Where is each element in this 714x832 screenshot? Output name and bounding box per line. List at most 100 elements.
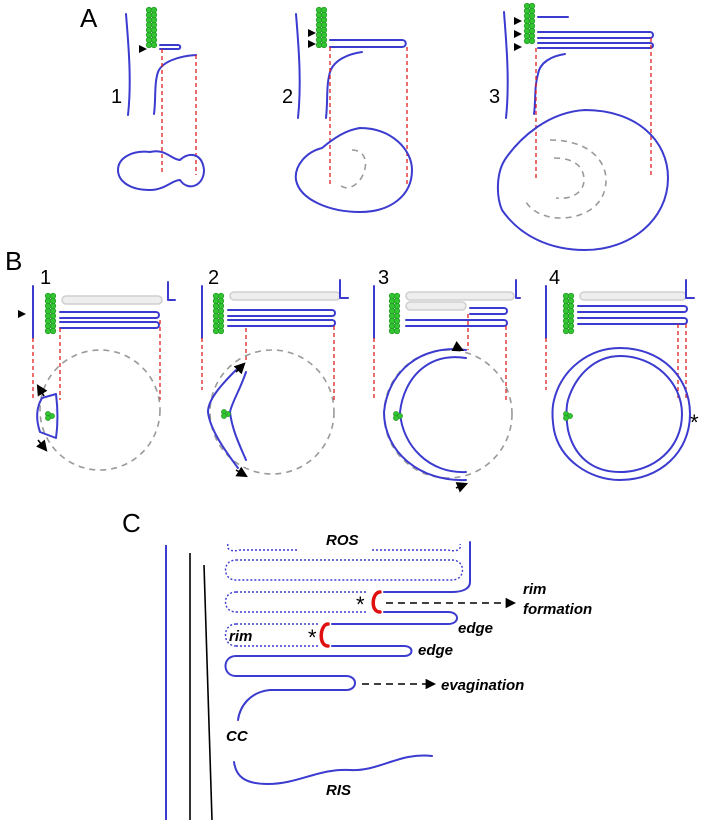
- panel-a-stage-3: 3: [489, 2, 669, 251]
- outer-membrane: [167, 281, 176, 301]
- growing-disc-rim: [36, 393, 59, 439]
- face-on-disc-outline: [294, 127, 413, 213]
- panel-a-label: A: [80, 3, 98, 33]
- panel-b-stage-1: 1: [18, 267, 176, 471]
- disc-lamella: [59, 311, 160, 319]
- connecting-cilium: [44, 292, 57, 335]
- panel-a: A 1 2: [80, 2, 669, 251]
- ros-disc-dotted: [224, 559, 464, 581]
- step-number: 2: [208, 267, 219, 289]
- previous-disc-outline: [525, 139, 607, 219]
- disc-lamella: [537, 31, 654, 39]
- connecting-cilium: [315, 6, 328, 49]
- ros-disc-dotted: [224, 591, 237, 613]
- ris-membrane: [233, 754, 433, 785]
- panel-c-label: C: [122, 508, 141, 538]
- edge-fold-upper: [331, 611, 458, 625]
- completed-disc-inner-rim: [565, 355, 683, 473]
- ghost-disc: [61, 295, 163, 305]
- arrowhead-marker: [18, 310, 26, 318]
- fusion-asterisk: *: [690, 410, 699, 435]
- outer-membrane: [339, 279, 349, 299]
- previous-disc-outline: [337, 149, 367, 189]
- edge-label-upper: edge: [458, 620, 493, 637]
- growing-disc-rim: [383, 348, 467, 482]
- edge-label-lower: edge: [418, 642, 453, 659]
- rim-formation-label-line2: formation: [523, 601, 592, 618]
- arrowhead-marker: [514, 17, 522, 25]
- previous-disc-outline: [553, 157, 585, 200]
- connecting-cilium: [562, 292, 575, 335]
- growth-arrow: [36, 439, 48, 452]
- growth-arrow: [235, 466, 248, 478]
- evaginating-membrane: [533, 53, 566, 115]
- growing-disc-rim: [229, 371, 247, 461]
- outer-membrane: [515, 279, 521, 299]
- ghost-disc: [579, 291, 687, 301]
- cilium-cross-section: [221, 409, 231, 419]
- growth-arrow: [451, 340, 465, 352]
- rim-asterisk: *: [356, 592, 365, 617]
- connecting-cilium: [523, 2, 536, 45]
- target-disc-outline: [39, 349, 161, 471]
- panel-a-stage-1: 1: [111, 6, 205, 191]
- arrowhead-marker: [308, 40, 316, 48]
- panel-c: C * * ROS rim formation rim edge: [122, 508, 592, 821]
- connecting-cilium: [145, 6, 158, 49]
- connecting-cilium: [388, 292, 401, 335]
- arrowhead-marker: [514, 43, 522, 51]
- ros-label: ROS: [326, 532, 359, 549]
- arrowhead-marker: [514, 30, 522, 38]
- step-number: 2: [282, 86, 293, 108]
- panel-b-stage-2: 2: [201, 267, 349, 478]
- step-number: 1: [40, 267, 51, 289]
- panel-b-stage-3: 3: [373, 267, 521, 493]
- growth-arrow: [455, 482, 469, 493]
- disc-lamella: [577, 305, 688, 313]
- nascent-disc: [329, 39, 407, 48]
- ros-disc-dotted: [226, 543, 298, 552]
- panel-b-stage-4: * 4: [545, 267, 699, 481]
- panel-b-label: B: [5, 246, 22, 276]
- outer-membrane-ros: [383, 541, 471, 593]
- ghost-disc: [405, 301, 467, 311]
- disc-lamella: [59, 321, 160, 329]
- disc-lamella: [227, 309, 336, 317]
- cilium-cross-section: [563, 411, 573, 421]
- disc-lamella: [469, 307, 508, 315]
- plasma-membrane: [125, 13, 131, 116]
- ros-disc-dotted: [224, 623, 237, 647]
- evagination-label: evagination: [441, 677, 524, 694]
- growing-disc-rim: [399, 356, 467, 474]
- arrowhead-marker: [139, 45, 147, 53]
- evaginating-membrane: [153, 54, 197, 115]
- ris-label: RIS: [326, 782, 351, 799]
- growth-arrow: [36, 384, 48, 397]
- rim-asterisk: *: [308, 625, 317, 650]
- face-on-disc-outline: [117, 150, 205, 191]
- disc-lamella: [227, 319, 336, 327]
- rim-protein-marker: [319, 622, 330, 648]
- step-number: 4: [549, 267, 560, 289]
- rim-protein-marker: [371, 590, 382, 614]
- ros-disc-dotted: [372, 543, 462, 552]
- target-disc-outline: [209, 349, 335, 475]
- disc-lamella: [577, 317, 688, 325]
- cilium-cross-section: [45, 411, 55, 421]
- growing-disc-rim: [207, 369, 239, 469]
- ghost-disc: [229, 291, 341, 301]
- growth-arrow: [233, 362, 246, 375]
- step-number: 3: [489, 86, 500, 108]
- plasma-membrane: [503, 11, 509, 119]
- arrowhead-marker: [308, 29, 316, 37]
- face-on-disc-outline: [496, 109, 669, 251]
- rim-label: rim: [229, 628, 252, 645]
- evaginating-membrane: [325, 51, 363, 119]
- cc-label: CC: [226, 728, 249, 745]
- nascent-disc: [159, 44, 182, 50]
- evaginating-membranes: [224, 645, 413, 721]
- cilium-cross-section: [393, 411, 403, 421]
- axoneme-line: [203, 564, 213, 821]
- outer-membrane: [685, 279, 695, 299]
